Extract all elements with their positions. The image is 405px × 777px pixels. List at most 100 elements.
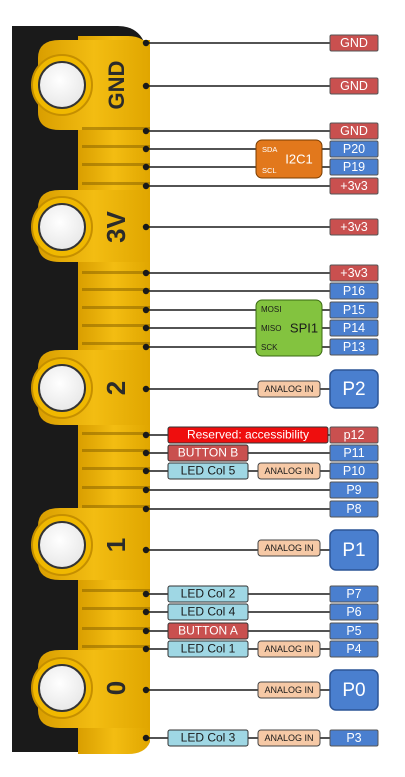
pin-box — [329, 122, 379, 140]
pin-label-p3: P3 — [329, 729, 379, 747]
button-b-tag-text: BUTTON B — [178, 446, 238, 460]
led-col5-tag: LED Col 5 — [167, 462, 249, 480]
pin-box — [329, 481, 379, 499]
pin-box — [329, 426, 379, 444]
reserved-accessibility-tag-box — [167, 426, 329, 444]
led-col4-tag-text: LED Col 4 — [181, 605, 236, 619]
wire-dot-24 — [142, 734, 150, 742]
pin-box — [329, 500, 379, 518]
pin-label-p19: P19 — [329, 158, 379, 176]
i2c-sda-label: SDA — [262, 145, 277, 154]
pin-box — [329, 462, 379, 480]
led-col3-tag: LED Col 3 — [167, 729, 249, 747]
analog-in-tag-0: ANALOG IN — [257, 380, 321, 398]
reserved-accessibility-tag: Reserved: accessibility — [167, 426, 329, 444]
led-col1-tag: LED Col 1 — [167, 640, 249, 658]
pin-text: P2 — [342, 379, 365, 400]
pin-box — [329, 301, 379, 319]
pin-box — [329, 264, 379, 282]
spi1-name: SPI1 — [290, 320, 318, 335]
pin-box — [329, 585, 379, 603]
wire-dot-18 — [142, 546, 150, 554]
led-col2-tag: LED Col 2 — [167, 585, 249, 603]
finger-gap-5 — [82, 288, 150, 291]
pin-label-p5: P5 — [329, 622, 379, 640]
button-a-tag: BUTTON A — [167, 622, 249, 640]
analog-in-tag-4: ANALOG IN — [257, 681, 321, 699]
reserved-accessibility-tag-text: Reserved: accessibility — [187, 428, 309, 442]
finger-gap-10 — [82, 449, 150, 452]
pin-label-p6: P6 — [329, 603, 379, 621]
mounting-hole — [38, 664, 86, 712]
wire-dot-10 — [142, 324, 150, 332]
large-pad-3v: 3V — [31, 190, 150, 262]
pin-text: P3 — [346, 731, 361, 745]
analog-in-text: ANALOG IN — [264, 384, 313, 394]
spi1-box — [255, 299, 323, 357]
finger-gap-1 — [82, 145, 150, 148]
led-col5-tag-text: LED Col 5 — [181, 464, 236, 478]
wire-dot-8 — [142, 287, 150, 295]
pin-box — [329, 622, 379, 640]
pin-box — [329, 369, 379, 409]
pin-text: +3v3 — [340, 179, 368, 193]
pin-text: P7 — [346, 587, 361, 601]
analog-in-box — [257, 681, 321, 699]
pin-text: P5 — [346, 624, 361, 638]
finger-gap-15 — [82, 607, 150, 610]
pin-label-layer: GNDGNDGNDP20P19+3v3+3v3+3v3P16P15P14P13P… — [329, 34, 379, 747]
finger-gap-7 — [82, 324, 150, 327]
mounting-hole — [38, 521, 86, 569]
pad-label: GND — [104, 61, 129, 110]
analog-in-text: ANALOG IN — [264, 733, 313, 743]
analog-in-box — [257, 462, 321, 480]
pin-label-p10: P10 — [329, 462, 379, 480]
pin-text: P13 — [343, 340, 365, 354]
analog-in-box — [257, 380, 321, 398]
wire-dot-1 — [142, 82, 150, 90]
wire-dot-12 — [142, 385, 150, 393]
finger-gap-4 — [82, 271, 150, 274]
pin-box — [329, 603, 379, 621]
analog-in-tag-1: ANALOG IN — [257, 462, 321, 480]
wire-dot-23 — [142, 686, 150, 694]
analog-in-box — [257, 729, 321, 747]
pin-text: +3v3 — [340, 266, 368, 280]
led-col2-tag-box — [167, 585, 249, 603]
pin-text: GND — [340, 124, 368, 138]
finger-gap-8 — [82, 342, 150, 345]
wire-dot-6 — [142, 223, 150, 231]
finger-gap-6 — [82, 306, 150, 309]
i2c1-name: I2C1 — [285, 151, 312, 166]
finger-gap-3 — [82, 182, 150, 185]
finger-gap-16 — [82, 627, 150, 630]
analog-in-tag-5: ANALOG IN — [257, 729, 321, 747]
led-col3-tag-box — [167, 729, 249, 747]
pin-box — [329, 444, 379, 462]
pin-text: p12 — [344, 428, 365, 442]
led-col3-tag-text: LED Col 3 — [181, 731, 236, 745]
finger-gap-13 — [82, 505, 150, 508]
pin-label-p13: P13 — [329, 338, 379, 356]
pin-text: P15 — [343, 303, 365, 317]
pin-box — [329, 640, 379, 658]
wire-dot-5 — [142, 182, 150, 190]
wire-dot-3 — [142, 145, 150, 153]
pin-box — [329, 177, 379, 195]
pin-label-p0: P0 — [329, 669, 379, 711]
led-col1-tag-box — [167, 640, 249, 658]
pin-label-p7: P7 — [329, 585, 379, 603]
pin-text: GND — [340, 79, 368, 93]
led-col1-tag-text: LED Col 1 — [181, 642, 236, 656]
wire-dot-13 — [142, 431, 150, 439]
wire-dot-9 — [142, 306, 150, 314]
finger-gap-9 — [82, 432, 150, 435]
wire-dot-17 — [142, 505, 150, 513]
pin-box — [329, 338, 379, 356]
spi-miso-label: MISO — [261, 324, 281, 333]
large-pad-1: 1 — [31, 508, 150, 580]
